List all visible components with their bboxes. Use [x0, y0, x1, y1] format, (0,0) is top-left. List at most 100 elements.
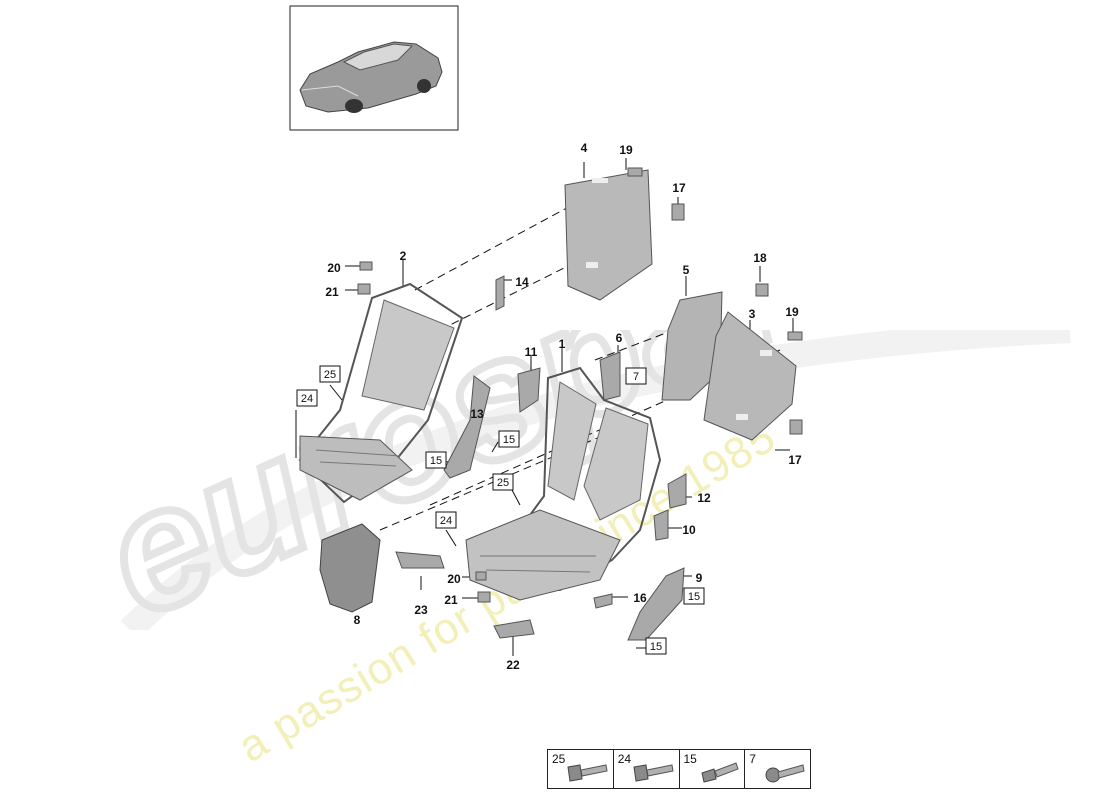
- callout-number: 15: [688, 591, 700, 603]
- fastener-legend: 25 24 15 7: [547, 749, 811, 789]
- callout-c17b: 17: [788, 453, 802, 467]
- callout-c15d: 15: [645, 637, 667, 655]
- callout-number: 9: [696, 571, 703, 585]
- part-bracket-14: [495, 275, 505, 311]
- callout-c25a: 25: [319, 365, 341, 383]
- callout-c21b: 21: [444, 593, 458, 607]
- callout-number: 19: [619, 143, 633, 157]
- callout-number: 25: [324, 369, 336, 381]
- callout-number: 24: [440, 515, 452, 527]
- callout-number: 4: [581, 141, 588, 155]
- callout-box: [425, 451, 447, 469]
- callout-number: 22: [506, 658, 520, 672]
- part-clip-20a: [359, 261, 373, 271]
- callout-number: 14: [515, 275, 529, 289]
- callout-c24b: 24: [435, 511, 457, 529]
- callout-c4: 4: [581, 141, 588, 155]
- callout-c11: 11: [525, 345, 538, 359]
- callout-number: 13: [470, 407, 484, 421]
- legend-number: 25: [552, 752, 566, 766]
- callout-number: 6: [616, 331, 623, 345]
- part-cover-11: [517, 367, 541, 413]
- callout-number: 21: [444, 593, 458, 607]
- callout-number: 17: [672, 181, 686, 195]
- callout-c7: 7: [625, 367, 647, 385]
- callout-box: [498, 430, 520, 448]
- callout-c6: 6: [616, 331, 623, 345]
- callout-box: [625, 367, 647, 385]
- callout-number: 12: [697, 491, 711, 505]
- callout-number: 15: [430, 455, 442, 467]
- callout-number: 15: [503, 434, 515, 446]
- callout-number: 8: [354, 613, 361, 627]
- bolt-icon: [633, 764, 674, 782]
- callout-number: 3: [749, 307, 756, 321]
- callout-number: 18: [753, 251, 767, 265]
- callout-c8: 8: [354, 613, 361, 627]
- callout-number: 17: [788, 453, 802, 467]
- callout-c22: 22: [506, 658, 520, 672]
- callout-c24a: 24: [296, 389, 318, 407]
- legend-cell: 7: [745, 750, 810, 788]
- callout-c23: 23: [414, 603, 428, 617]
- part-clip-18: [755, 283, 769, 297]
- legend-cell: 15: [680, 750, 746, 788]
- small-parts: [357, 167, 803, 641]
- callout-c10: 10: [682, 523, 696, 537]
- callout-c17a: 17: [672, 181, 686, 195]
- callout-c12: 12: [697, 491, 711, 505]
- callout-c1: 1: [559, 337, 566, 351]
- callout-number: 1: [559, 337, 566, 351]
- part-trim-panel-5: [661, 291, 723, 401]
- callout-box: [683, 587, 705, 605]
- callout-box: [296, 389, 318, 407]
- callout-box: [319, 365, 341, 383]
- callout-number: 20: [327, 261, 341, 275]
- callout-number: 2: [400, 249, 407, 263]
- part-clip-20b: [475, 571, 487, 581]
- callout-number: 15: [650, 641, 662, 653]
- callout-c15b: 15: [425, 451, 447, 469]
- car-icon: [299, 41, 443, 113]
- part-rear-panel-4: [564, 169, 653, 301]
- part-trim-12: [667, 473, 687, 509]
- callout-number: 16: [633, 591, 647, 605]
- callout-number: 5: [683, 263, 690, 277]
- part-clip-17a: [671, 203, 685, 221]
- callout-c15c: 15: [683, 587, 705, 605]
- screw-icon: [765, 764, 805, 783]
- part-cover-13: [443, 375, 491, 479]
- callout-number: 23: [414, 603, 428, 617]
- callout-c18: 18: [753, 251, 767, 265]
- callout-c13: 13: [470, 407, 484, 421]
- part-bracket-23: [395, 551, 445, 569]
- legend-cell: 24: [614, 750, 680, 788]
- callout-c19a: 19: [619, 143, 633, 157]
- callout-c14: 14: [515, 275, 529, 289]
- callout-c19b: 19: [785, 305, 799, 319]
- car-thumbnail: [289, 5, 459, 131]
- callout-number: 11: [525, 345, 538, 359]
- callout-number: 10: [682, 523, 696, 537]
- callout-c16: 16: [633, 591, 647, 605]
- part-trim-10: [653, 509, 669, 541]
- callout-box: [645, 637, 667, 655]
- callout-number: 25: [497, 477, 509, 489]
- callout-c3: 3: [749, 307, 756, 321]
- part-clip-19b: [787, 331, 803, 341]
- callout-number: 20: [447, 572, 461, 586]
- part-clip-21b: [477, 591, 491, 603]
- callout-c20b: 20: [447, 572, 461, 586]
- callout-c20a: 20: [327, 261, 341, 275]
- part-clip-21a: [357, 283, 371, 295]
- legend-number: 7: [749, 752, 756, 766]
- part-seat-frame-left-2: [298, 282, 464, 504]
- part-armrest-8: [319, 523, 381, 613]
- callout-labels: 1234567891011121314151515151617171819192…: [296, 141, 802, 672]
- legend-cell: 25: [548, 750, 614, 788]
- part-bracket-22: [493, 619, 535, 639]
- callout-c5: 5: [683, 263, 690, 277]
- callout-number: 24: [301, 393, 313, 405]
- callout-c15a: 15: [498, 430, 520, 448]
